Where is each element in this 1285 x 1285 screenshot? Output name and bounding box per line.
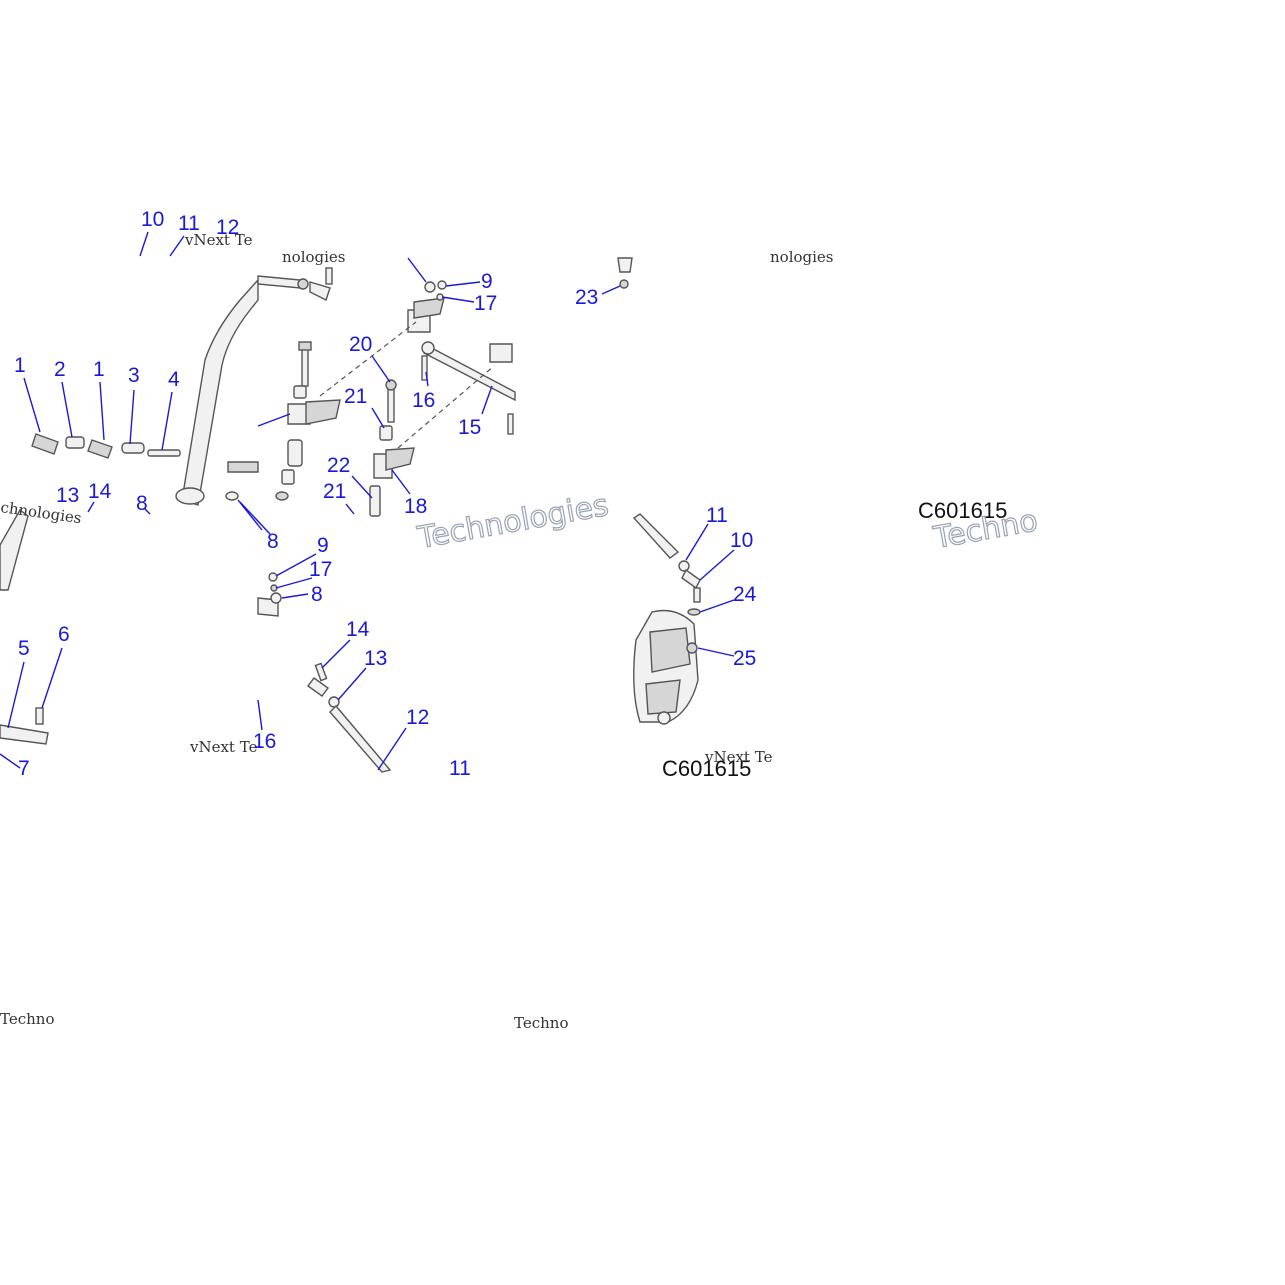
tile-left: 10 11 12 1 2 1 3 4 13 14 8 5 6 7 vNext T…: [0, 208, 263, 780]
callout-11b: 11: [449, 757, 471, 780]
figure-code: C601615: [918, 498, 1007, 523]
callout-21b: 21: [323, 480, 346, 503]
callout-13: 13: [56, 484, 79, 507]
callout-10: 10: [141, 208, 164, 231]
callout-11c: 11: [706, 504, 728, 527]
callout-7: 7: [18, 757, 30, 780]
callout-12b: 12: [406, 706, 429, 729]
callout-16b: 16: [253, 730, 276, 753]
callout-17: 17: [474, 292, 497, 315]
callout-1b: 1: [93, 358, 105, 381]
watermark-text: Techno: [0, 1010, 54, 1028]
watermark-text: Techno: [514, 1014, 568, 1032]
callout-15: 15: [458, 416, 481, 439]
callout-9: 9: [481, 270, 493, 293]
callout-18: 18: [404, 495, 427, 518]
callout-8b: 8: [267, 530, 279, 553]
watermark-text: Technologies: [414, 488, 611, 556]
callout-17b: 17: [309, 558, 332, 581]
callout-4: 4: [168, 368, 180, 391]
callout-8c: 8: [311, 583, 323, 606]
callout-25: 25: [733, 647, 756, 670]
watermark-text: vNext Te: [704, 748, 773, 766]
callout-6: 6: [58, 623, 70, 646]
callout-8: 8: [136, 492, 148, 515]
callout-14: 14: [88, 480, 112, 503]
figure-code: C601615: [662, 756, 751, 781]
callout-23: 23: [575, 286, 598, 309]
callout-12: 12: [216, 216, 239, 239]
callout-24: 24: [733, 583, 757, 606]
watermark-text: vNext Te: [184, 231, 253, 249]
callout-2: 2: [54, 358, 66, 381]
callout-9b: 9: [317, 534, 329, 557]
callout-21: 21: [344, 385, 367, 408]
callout-16: 16: [412, 389, 435, 412]
callout-11: 11: [178, 212, 200, 235]
tile-center: 9 17 20 16 21 15 22 21 18 8 9 17 8 14 13…: [239, 248, 612, 780]
callout-22: 22: [327, 454, 350, 477]
callout-14b: 14: [346, 618, 370, 641]
callout-13b: 13: [364, 647, 387, 670]
callout-10b: 10: [730, 529, 753, 552]
watermark-text: vNext Te: [189, 738, 258, 756]
watermark-text: nologies: [282, 248, 346, 266]
callout-1: 1: [14, 354, 26, 377]
tile-right: 23 11 10 24 25 C601615 C601615 nologies …: [575, 248, 1041, 781]
callout-5: 5: [18, 637, 30, 660]
watermark-text: nologies: [770, 248, 834, 266]
callout-3: 3: [128, 364, 140, 387]
callout-20: 20: [349, 333, 372, 356]
